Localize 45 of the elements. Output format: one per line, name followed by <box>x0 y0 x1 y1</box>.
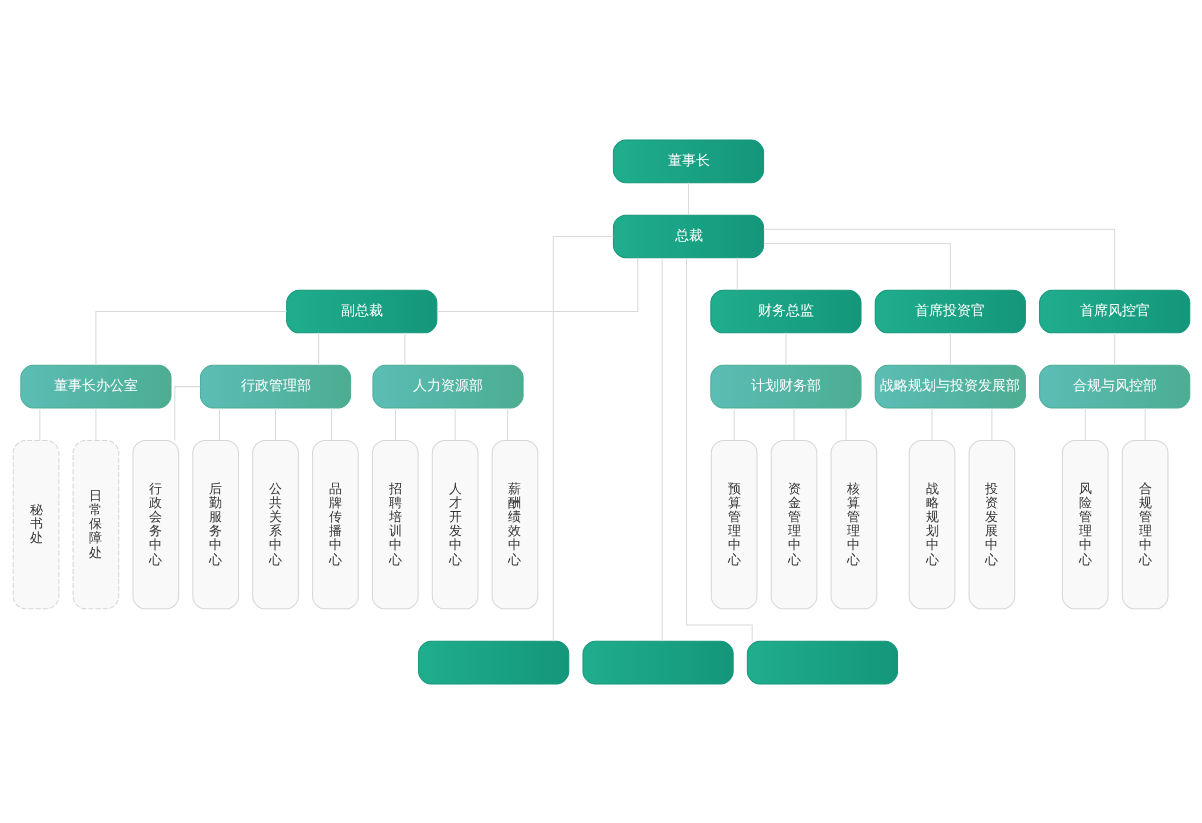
node-box: 秘书处 <box>12 439 59 609</box>
node-box: 预算管理中心 <box>710 439 757 609</box>
node-box: 首席投资官 <box>874 289 1026 333</box>
connector <box>685 256 753 642</box>
node-box: 副总裁 <box>285 289 437 333</box>
node-box: 首席风控官 <box>1038 289 1190 333</box>
connector <box>330 407 332 441</box>
node-box: 财务总监 <box>709 289 861 333</box>
connector <box>762 228 1115 290</box>
connector <box>436 256 638 312</box>
node-box: 后勤服务中心 <box>191 439 239 609</box>
node-box: 公共关系中心 <box>251 439 299 609</box>
connector <box>687 181 689 216</box>
connector <box>552 235 614 642</box>
connector <box>762 242 951 291</box>
node-box <box>746 640 898 684</box>
node-box: 战略规划与投资发展部 <box>874 364 1026 408</box>
node-box: 资金管理中心 <box>770 439 817 609</box>
node-box: 风险管理中心 <box>1061 439 1109 609</box>
node-box: 合规管理中心 <box>1121 439 1168 609</box>
node-box: 日常保障处 <box>72 439 119 609</box>
connector <box>218 407 220 441</box>
connector <box>94 310 287 366</box>
node-box: 核算管理中心 <box>830 439 877 609</box>
connector <box>394 407 396 441</box>
node-box: 战略规划中心 <box>908 439 955 609</box>
node-box: 计划财务部 <box>709 364 861 408</box>
node-box: 董事长 <box>612 139 764 183</box>
node-box: 品牌传播中心 <box>311 439 359 609</box>
connector <box>173 385 201 441</box>
node-box <box>417 640 569 684</box>
node-box: 合规与风控部 <box>1038 364 1190 408</box>
node-box: 招聘培训中心 <box>371 439 419 609</box>
node-box: 行政会务中心 <box>131 439 179 609</box>
node-box <box>581 640 734 684</box>
node-box: 薪酬绩效中心 <box>491 439 538 609</box>
node-box: 总裁 <box>612 214 764 258</box>
connector <box>274 407 276 441</box>
connector <box>506 407 508 441</box>
node-box: 投资发展中心 <box>968 439 1015 609</box>
node-box: 人才开发中心 <box>431 439 478 609</box>
node-box: 行政管理部 <box>199 364 351 408</box>
connector <box>317 331 319 366</box>
node-box: 董事长办公室 <box>19 364 171 408</box>
node-box: 人力资源部 <box>371 364 524 408</box>
